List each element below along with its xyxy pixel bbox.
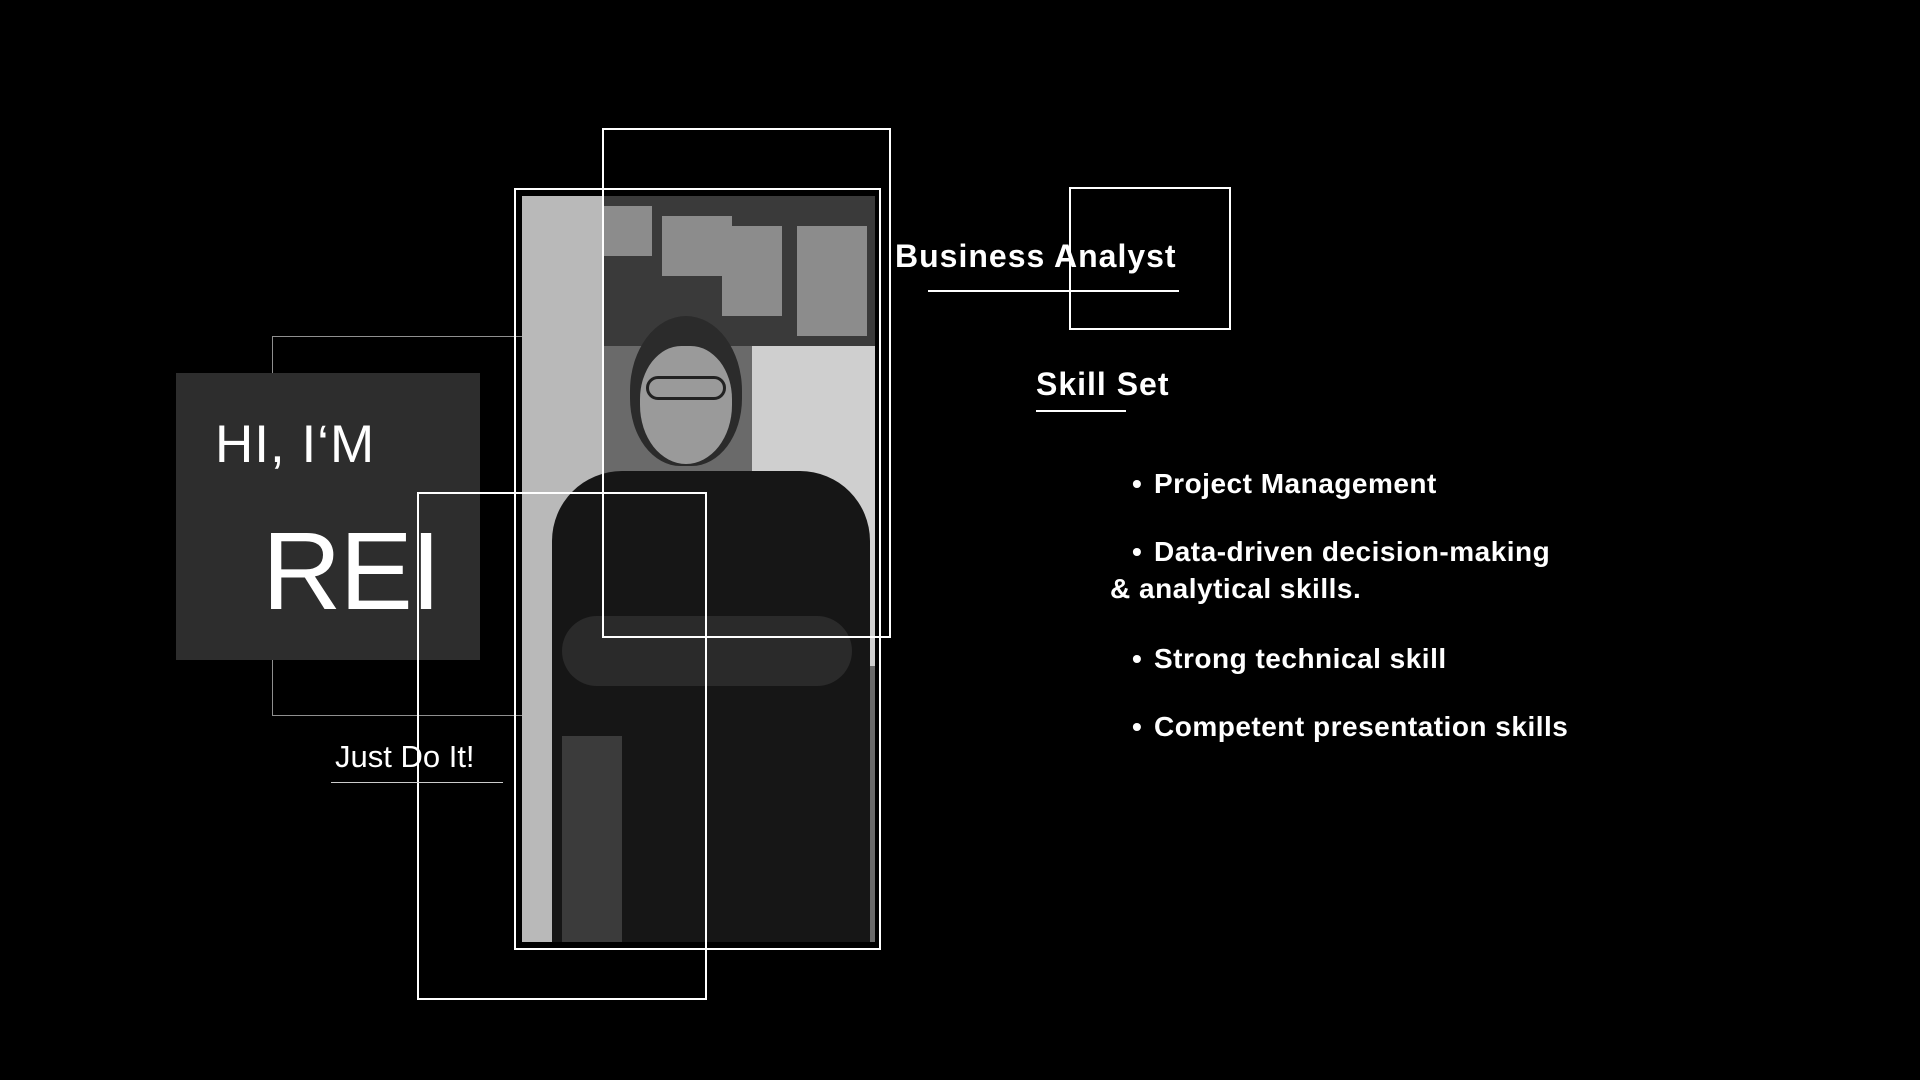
motto-underline	[331, 782, 503, 783]
skill-item: • Competent presentation skills	[1132, 708, 1568, 745]
role-accent-frame	[1069, 187, 1231, 330]
skills-heading: Skill Set	[1036, 366, 1170, 402]
skill-item: • Strong technical skill	[1132, 640, 1447, 677]
name-text: REI	[262, 510, 441, 633]
photo-frame	[514, 188, 881, 950]
intro-box	[176, 373, 480, 660]
profile-photo	[522, 196, 875, 942]
role-title: Business Analyst	[895, 238, 1177, 274]
photo-chair	[562, 736, 622, 942]
bullet: •	[1132, 711, 1143, 742]
greeting-text: HI, I‘M	[215, 415, 376, 474]
photo-person-arms	[562, 616, 852, 686]
role-underline	[928, 290, 1179, 292]
upper-overlay-frame	[602, 128, 891, 638]
photo-person-face	[640, 346, 732, 464]
skill-text: Strong technical skill	[1154, 643, 1447, 674]
skill-item: • Project Management	[1132, 465, 1437, 502]
skill-text: Project Management	[1154, 468, 1437, 499]
lower-overlay-frame	[417, 492, 707, 1000]
photo-note-paper	[797, 226, 867, 336]
motto-text: Just Do It!	[335, 739, 475, 774]
skill-item-continuation: & analytical skills.	[1110, 573, 1362, 604]
skill-item: • Data-driven decision-making	[1132, 533, 1550, 570]
photo-note-paper	[662, 216, 732, 276]
photo-person-glasses	[646, 376, 726, 400]
photo-note-paper	[722, 226, 782, 316]
bullet: •	[1132, 468, 1143, 499]
skill-text: Competent presentation skills	[1154, 711, 1569, 742]
skills-heading-underline	[1036, 410, 1126, 412]
bullet: •	[1132, 643, 1143, 674]
bullet: •	[1132, 536, 1143, 567]
skill-text: Data-driven decision-making	[1154, 536, 1551, 567]
